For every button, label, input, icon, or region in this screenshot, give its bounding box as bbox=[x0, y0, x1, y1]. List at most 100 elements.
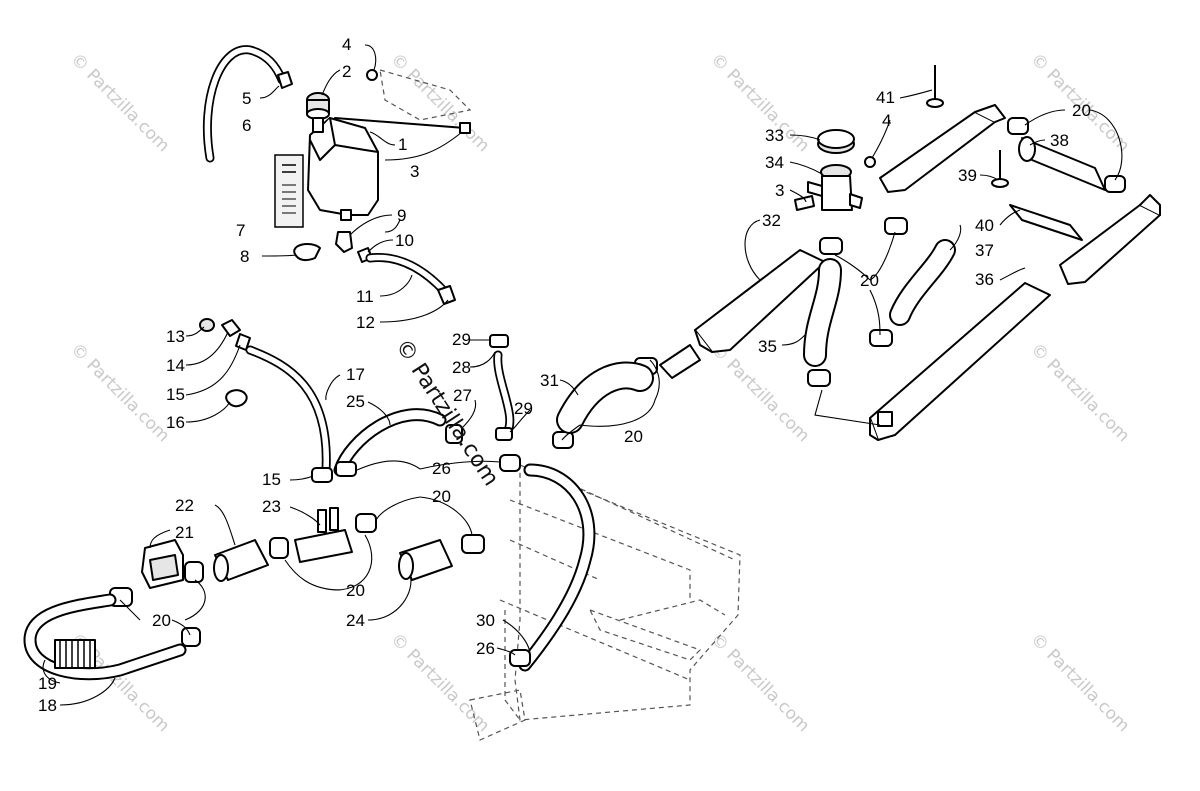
callout-3b: 3 bbox=[775, 181, 784, 200]
callout-21: 21 bbox=[175, 523, 194, 542]
leader-lines bbox=[42, 44, 1123, 706]
bracket-40 bbox=[1009, 204, 1083, 241]
hose-clamp-29 bbox=[489, 334, 509, 348]
reservoir-mount-screw bbox=[334, 117, 471, 134]
callout-20c: 20 bbox=[152, 611, 171, 630]
tee-fitting bbox=[294, 507, 353, 563]
callout-15b: 15 bbox=[262, 470, 281, 489]
callout-29b: 29 bbox=[514, 399, 533, 418]
callout-11: 11 bbox=[356, 287, 374, 306]
bleed-fitting-group bbox=[199, 318, 251, 408]
tunnel-chassis-panel bbox=[469, 464, 741, 741]
callout-30: 30 bbox=[476, 611, 495, 630]
callout-40: 40 bbox=[975, 216, 994, 235]
heat-exchanger-32 bbox=[659, 249, 826, 379]
callout-32: 32 bbox=[762, 211, 781, 230]
callout-8: 8 bbox=[240, 247, 249, 266]
hose-28 bbox=[493, 350, 515, 440]
hose-clamp-27 bbox=[445, 424, 463, 444]
hose-35 bbox=[803, 258, 842, 367]
callout-20f: 20 bbox=[1072, 101, 1091, 120]
callout-9: 9 bbox=[397, 206, 406, 225]
callout-17: 17 bbox=[346, 365, 365, 384]
rivet-39 bbox=[991, 150, 1009, 188]
watermark-text: © Partzilla.com bbox=[1026, 629, 1133, 736]
callout-37: 37 bbox=[975, 241, 994, 260]
bypass-hose-17 bbox=[245, 345, 331, 475]
vent-hose bbox=[202, 45, 293, 163]
callout-16: 16 bbox=[166, 413, 185, 432]
callout-33: 33 bbox=[765, 126, 784, 145]
hose-clamp-26 bbox=[335, 461, 357, 477]
hose-37 bbox=[889, 239, 956, 326]
callout-28: 28 bbox=[452, 358, 471, 377]
callout-26: 26 bbox=[432, 459, 451, 478]
watermark-text: © Partzilla.com bbox=[706, 49, 813, 156]
reservoir-cap bbox=[306, 92, 330, 133]
callout-20e: 20 bbox=[860, 271, 879, 290]
callout-41: 41 bbox=[876, 88, 895, 107]
callout-4b: 4 bbox=[882, 111, 891, 130]
corrugated-section-19 bbox=[54, 639, 96, 669]
filler-neck-assembly bbox=[807, 129, 876, 211]
callout-7: 7 bbox=[236, 221, 245, 240]
hose-30 bbox=[509, 463, 596, 672]
hose-clip bbox=[293, 243, 321, 262]
thermostat-housing bbox=[141, 539, 184, 589]
callout-25: 25 bbox=[346, 392, 365, 411]
callout-22: 22 bbox=[175, 496, 194, 515]
elbow-fitting bbox=[335, 231, 353, 253]
callout-26b: 26 bbox=[476, 639, 495, 658]
callout-20a: 20 bbox=[432, 487, 451, 506]
callout-2: 2 bbox=[342, 62, 351, 81]
watermark-text: © Partzilla.com bbox=[1026, 339, 1133, 446]
coolant-reservoir bbox=[307, 117, 379, 221]
hose-38 bbox=[1018, 136, 1106, 191]
hose-24-end bbox=[398, 552, 414, 580]
rivet-41 bbox=[926, 65, 944, 108]
hose-31 bbox=[556, 361, 654, 434]
callout-27: 27 bbox=[453, 386, 472, 405]
reservoir-nut bbox=[366, 69, 378, 81]
hose-clamp-26 bbox=[499, 454, 521, 472]
tank-mount-bracket bbox=[379, 69, 472, 121]
callout-20d: 20 bbox=[624, 427, 643, 446]
callout-20b: 20 bbox=[346, 581, 365, 600]
watermark-text: © Partzilla.com bbox=[66, 49, 173, 156]
watermark-text: © Partzilla.com bbox=[66, 339, 173, 446]
callout-18: 18 bbox=[38, 696, 57, 715]
callout-24: 24 bbox=[346, 611, 365, 630]
screw-3 bbox=[794, 195, 815, 211]
callout-34: 34 bbox=[765, 153, 784, 172]
watermark-text: © Partzilla.com bbox=[706, 629, 813, 736]
lower-hose-18 bbox=[23, 593, 187, 681]
callout-5: 5 bbox=[242, 89, 251, 108]
callout-numbers: 1 2 3 4 5 6 7 8 9 10 11 12 13 14 15 16 1… bbox=[38, 35, 1091, 715]
callout-12: 12 bbox=[356, 313, 375, 332]
reservoir-decal bbox=[274, 154, 304, 228]
callout-6: 6 bbox=[242, 116, 251, 135]
hose-25 bbox=[333, 408, 447, 477]
callout-13: 13 bbox=[166, 327, 185, 346]
callout-38: 38 bbox=[1050, 131, 1069, 150]
callout-4: 4 bbox=[342, 35, 351, 54]
callout-1: 1 bbox=[398, 135, 407, 154]
overflow-hose bbox=[365, 252, 456, 305]
callout-19: 19 bbox=[38, 674, 57, 693]
callout-35: 35 bbox=[758, 337, 777, 356]
callout-29: 29 bbox=[452, 330, 471, 349]
heat-exchanger-upper bbox=[879, 104, 1161, 285]
callout-31: 31 bbox=[540, 371, 559, 390]
callout-36: 36 bbox=[975, 270, 994, 289]
callout-39: 39 bbox=[958, 166, 977, 185]
hose-clamp-29 bbox=[495, 427, 513, 441]
callout-23: 23 bbox=[262, 497, 281, 516]
hose-clamp-15 bbox=[311, 467, 333, 483]
hose-22-end bbox=[213, 554, 229, 582]
callout-3: 3 bbox=[410, 162, 419, 181]
callout-14: 14 bbox=[166, 356, 185, 375]
callout-15: 15 bbox=[166, 385, 185, 404]
callout-10: 10 bbox=[395, 231, 414, 250]
